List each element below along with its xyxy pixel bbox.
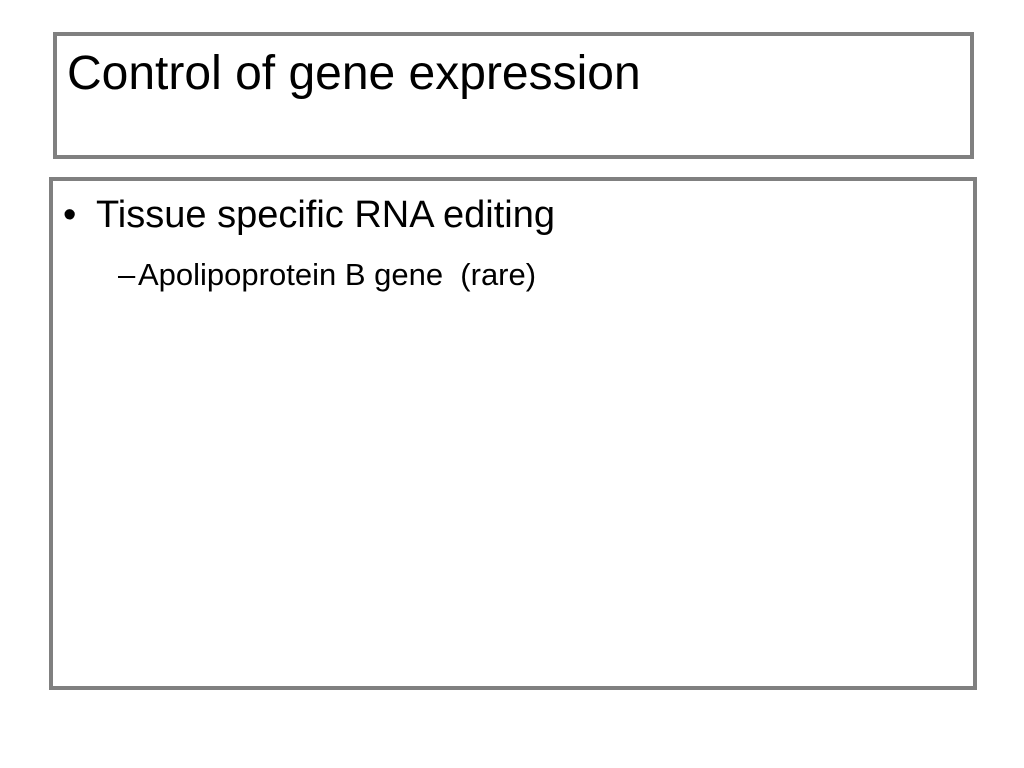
slide-title: Control of gene expression — [67, 47, 641, 100]
sub-bullet-text: Apolipoprotein B gene (rare) — [138, 257, 537, 292]
slide-title-box: Control of gene expression — [53, 32, 974, 159]
sub-bullet-marker: – — [118, 257, 136, 292]
slide-content-box: • Tissue specific RNA editing – Apolipop… — [49, 177, 977, 690]
bullet-text: Tissue specific RNA editing — [96, 194, 556, 236]
bullet-marker: • — [63, 194, 77, 236]
bullet-item: • Tissue specific RNA editing — [63, 193, 555, 239]
sub-bullet-item: – Apolipoprotein B gene (rare) — [118, 256, 536, 293]
